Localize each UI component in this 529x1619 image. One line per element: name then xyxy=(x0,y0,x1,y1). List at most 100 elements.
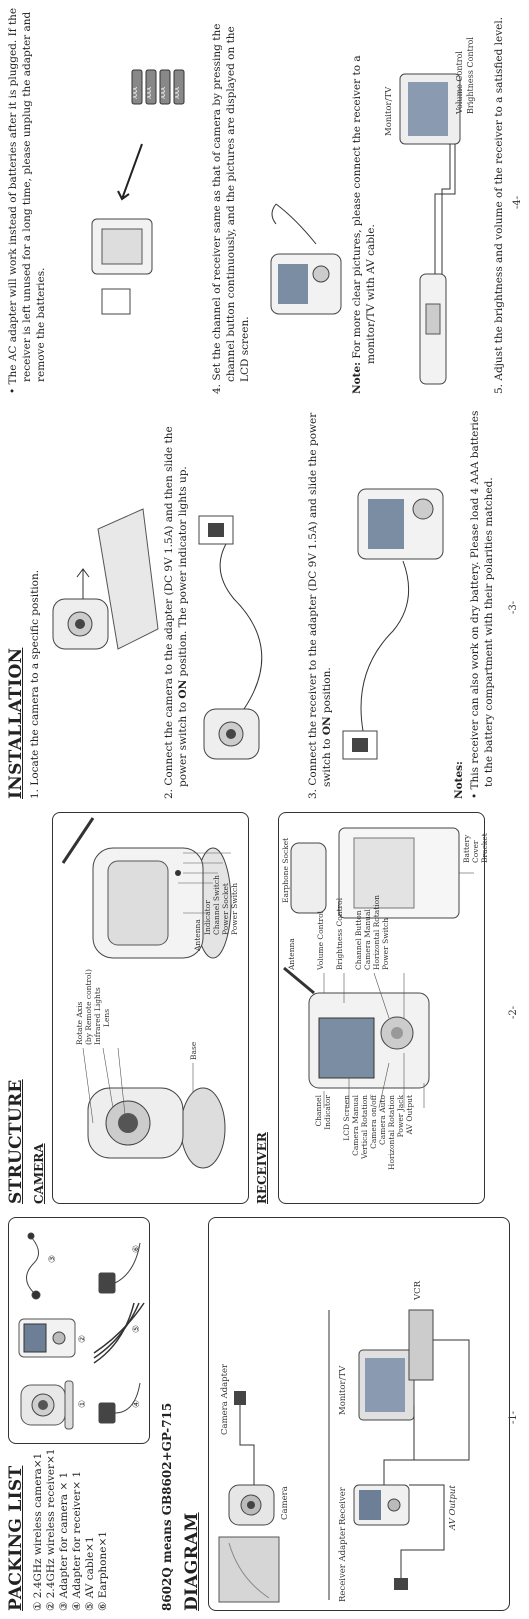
item-number: ① xyxy=(78,1399,88,1408)
label-battery: Battery xyxy=(462,834,471,863)
label-power-jack: Power Jack xyxy=(396,1095,405,1138)
label-channel-switch: Channel Switch xyxy=(212,875,221,935)
diagram-label-camera: Camera xyxy=(280,1486,290,1520)
label-lens: Lens xyxy=(102,1008,111,1027)
label-camera-manual: Camera Manual xyxy=(363,909,372,970)
label-rotate-axis: Rotate Axis xyxy=(75,1001,84,1045)
adapter-illustration xyxy=(98,1242,141,1424)
receiver-structure-box: Channel Indicator LCD Screen Camera Manu… xyxy=(278,812,489,1204)
label-indicator: Indicator xyxy=(203,900,212,935)
battery-label: AAA xyxy=(175,87,181,99)
camera-structure-illustration xyxy=(61,817,232,1169)
camera-heading: CAMERA xyxy=(32,1143,46,1204)
label-horizontal-rotation: Horizontal Rotation xyxy=(387,1095,396,1171)
note-1-line-1: • This receiver can also work on dry bat… xyxy=(469,410,481,799)
installation-heading: INSTALLATION xyxy=(6,647,26,799)
list-item: ① 2.4GHz wireless camera×1 xyxy=(32,1452,44,1611)
list-item: ② 2.4GHz wireless receiver×1 xyxy=(45,1448,57,1611)
structure-heading: STRUCTURE xyxy=(6,1079,26,1204)
label-infrared-lights: Infrared Lights xyxy=(93,987,102,1045)
list-item: ③ Adapter for camera × 1 xyxy=(58,1471,70,1611)
step-4-illustration xyxy=(270,203,342,315)
label-camera-on-off: Camera on/off xyxy=(369,1095,378,1149)
bullet-line-1: • The AC adapter will work instead of ba… xyxy=(7,7,19,394)
camera-callouts-bottom: Indicator Channel Switch Power Socket Po… xyxy=(203,875,239,935)
monitor-label: Monitor/TV xyxy=(384,86,394,136)
bullet-line-3: remove the batteries. xyxy=(35,267,47,382)
diagram-label-receiver-adapter: Receiver Adapter xyxy=(338,1526,348,1602)
model-note: 8602Q means GB8602+GP-715 xyxy=(160,1402,174,1611)
camera-illustration xyxy=(20,1380,74,1430)
battery-label: AAA xyxy=(147,87,153,99)
step-1-illustration xyxy=(52,508,159,650)
item-number: ⑤ xyxy=(132,1324,142,1333)
step-2-illustration xyxy=(198,515,263,760)
label-av-output: AV Output xyxy=(405,1095,414,1135)
packing-list: ① 2.4GHz wireless camera×1 ② 2.4GHz wire… xyxy=(32,1449,110,1611)
step-3-illustration xyxy=(342,488,444,760)
page-number: -3- xyxy=(508,600,519,614)
label-indicator: Indicator xyxy=(323,1095,332,1130)
note-1-line-2: to the battery compartment with their po… xyxy=(483,477,495,787)
item-number: ③ xyxy=(48,1254,58,1263)
monitor-connection-illustration xyxy=(399,73,461,385)
list-item: ⑤ AV cable×1 xyxy=(84,1536,96,1611)
receiver-callouts-right: Antenna Volume Control Brightness Contro… xyxy=(287,895,390,970)
label-channel-button: Channel Button xyxy=(354,910,363,970)
label-channel: Channel xyxy=(314,1095,323,1127)
step-5: 5. Adjust the brightness and volume of t… xyxy=(493,16,505,394)
label-power-switch: Power Switch xyxy=(381,917,390,970)
label-bracket: Bracket xyxy=(480,833,489,863)
page-4: • The AC adapter will work instead of ba… xyxy=(0,0,529,404)
list-item: ⑥ Earphone×1 xyxy=(97,1531,109,1611)
camera-structure-box: Rotate Axis (by Remote control) Infrared… xyxy=(52,812,249,1204)
label-volume-control: Volume Control xyxy=(316,910,325,970)
item-number: ④ xyxy=(132,1399,142,1408)
step-3-line-2: switch to ON position. xyxy=(321,667,333,787)
step-2-line-2: power switch to ON position. The power i… xyxy=(177,466,189,787)
page-2: STRUCTURE CAMERA xyxy=(0,809,529,1214)
label-earphone-socket: Earphone Socket xyxy=(281,837,290,903)
list-item: ④ Adapter for receiver× 1 xyxy=(71,1470,83,1611)
label-vertical-rotation: Vertical Rotation xyxy=(360,1095,369,1160)
notes-heading: Notes: xyxy=(453,761,465,799)
page-number: -1- xyxy=(508,1410,519,1424)
receiver-heading: RECEIVER xyxy=(255,1132,269,1204)
page-1: PACKING LIST ① 2.4GHz wireless camera×1 … xyxy=(0,1214,529,1619)
earphone-illustration xyxy=(26,1232,41,1300)
label-cover: Cover xyxy=(471,840,480,863)
packing-items-illustration xyxy=(18,1232,145,1430)
label-remote-control: (by Remote control) xyxy=(84,969,93,1045)
diagram-label-monitor-tv: Monitor/TV xyxy=(338,1365,348,1415)
camera-callouts-top: Rotate Axis (by Remote control) Infrared… xyxy=(75,969,111,1045)
label-camera-manual: Camera Manual xyxy=(351,1095,360,1156)
diagram-box: Camera Adapter Camera Receiver Monitor/T… xyxy=(208,1217,510,1611)
step-1: 1. Locate the camera to a specific posit… xyxy=(29,569,41,799)
brightness-control-label: Brightness Control xyxy=(466,37,475,114)
receiver-illustration xyxy=(18,1318,76,1358)
diagram-heading: DIAGRAM xyxy=(182,1512,202,1611)
volume-control-label: Volume Control xyxy=(455,51,464,114)
step-2-line-1: 2. Connect the camera to the adapter (DC… xyxy=(163,426,175,799)
step-3-line-1: 3. Connect the receiver to the adapter (… xyxy=(307,412,319,799)
page-number: -2- xyxy=(508,1005,519,1019)
diagram-label-camera-adapter: Camera Adapter xyxy=(220,1363,230,1435)
label-power-socket: Power Socket xyxy=(221,883,230,935)
step-4-line-3: LCD screen. xyxy=(239,316,251,382)
label-power-switch: Power Switch xyxy=(230,882,239,935)
label-horizontal-rotation: Horizontal Rotation xyxy=(372,894,381,970)
note-line-1: Note: For more clear pictures, please co… xyxy=(351,55,363,394)
aaa-batteries xyxy=(131,69,185,105)
label-antenna: Antenna xyxy=(287,938,296,970)
av-cable-illustration xyxy=(93,1302,145,1364)
step-4-line-1: 4. Set the channel of receiver same as t… xyxy=(211,23,223,394)
receiver-callouts-left: Channel Indicator LCD Screen Camera Manu… xyxy=(314,1095,414,1195)
receiver-structure-illustration xyxy=(283,827,474,1109)
note-line-2: monitor/TV with AV cable. xyxy=(365,224,377,364)
battery-label: AAA xyxy=(133,87,139,99)
label-antenna: Antenna xyxy=(193,919,202,951)
diagram-label-av-output: AV Output xyxy=(448,1485,458,1530)
item-number: ② xyxy=(78,1334,88,1343)
page-3: INSTALLATION 1. Locate the camera to a s… xyxy=(0,404,529,809)
